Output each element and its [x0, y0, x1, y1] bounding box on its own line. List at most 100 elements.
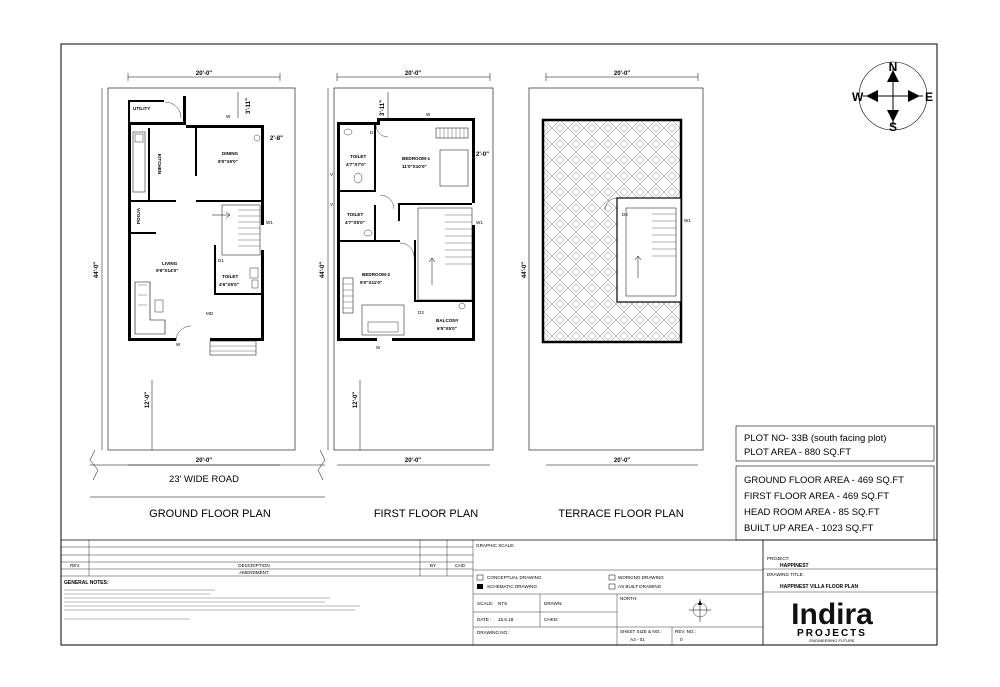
- terrace-plan-title: TERRACE FLOOR PLAN: [558, 508, 683, 520]
- company-tagline: ENGINEERING FUTURE: [809, 638, 855, 643]
- scale-value: NTS: [498, 601, 507, 606]
- date-value: 15.6.18: [498, 617, 514, 622]
- toilet-ground-label: TOILET: [222, 274, 238, 279]
- road-label: 23' WIDE ROAD: [169, 474, 239, 485]
- bedroom-1-size: 11'0"X10'0": [402, 164, 427, 169]
- first-floor-plan: 20'-0" 44'-0" 12'-0" 3'-11" 2'-0": [320, 71, 494, 520]
- ground-floor-area: GROUND FLOOR AREA - 469 SQ.FT: [744, 475, 904, 486]
- window-mark: W1: [476, 220, 483, 225]
- ground-offset-a: 3'-11": [246, 98, 252, 114]
- door-mark: D1: [370, 130, 376, 135]
- ground-plan-title: GROUND FLOOR PLAN: [149, 508, 271, 520]
- bedroom-2-size: 9'0"X11'0": [360, 280, 382, 285]
- by-header: BY: [430, 563, 436, 568]
- terrace-bottom-dim: 20'-0": [614, 458, 630, 464]
- sheet-border: [60, 43, 938, 646]
- toilet-ground-size: 4'6"X5'0": [219, 282, 239, 287]
- sheet-size-label: SHEET SIZE & NO.:: [620, 629, 662, 634]
- first-bottom-dim: 20'-0": [405, 458, 421, 464]
- door-mark: D2: [418, 310, 424, 315]
- compass-e: E: [925, 90, 933, 104]
- ground-offset-b: 2'-8": [270, 136, 283, 142]
- dining-size: 9'0"X9'0": [218, 159, 238, 164]
- dining-label: DINING: [222, 151, 239, 156]
- utility-label: UTILITY: [133, 106, 150, 111]
- amendment-header: AMENDMENT: [239, 570, 269, 575]
- area-info-box: PLOT NO- 33B (south facing plot) PLOT AR…: [735, 425, 935, 541]
- terrace-depth-dim: 44'-0": [522, 262, 528, 278]
- chd-header: CHD.: [455, 563, 466, 568]
- toilet-1-label: TOILET: [350, 154, 366, 159]
- first-plan-title: FIRST FLOOR PLAN: [374, 508, 478, 520]
- balcony-size: 6'5"X5'0": [437, 326, 457, 331]
- schematic-option: SCHEMATIC DRAWING: [487, 584, 537, 589]
- head-room-area: HEAD ROOM AREA - 85 SQ.FT: [744, 507, 880, 518]
- rev-no-value: 0: [680, 637, 683, 642]
- project-label: PROJECT:: [767, 556, 789, 561]
- ventilator-mark: V: [330, 172, 334, 177]
- bedroom-2-label: BEDROOM-2: [362, 272, 391, 277]
- checked-label: CHKD:: [544, 617, 558, 622]
- company-logo-sub: PROJECTS: [797, 628, 867, 639]
- date-label: DATE :: [477, 617, 491, 622]
- conceptual-option: CONCEPTUAL DRAWING: [487, 575, 542, 580]
- ventilator-mark: V: [330, 202, 334, 207]
- terrace-width-dim: 20'-0": [614, 71, 630, 77]
- north-label: NORTH:: [620, 596, 638, 601]
- window-mark: W: [426, 112, 431, 117]
- toilet-1-size: 4'7"X7'0": [346, 162, 366, 167]
- compass-n: N: [889, 60, 898, 74]
- door-mark: D1: [218, 258, 224, 263]
- living-label: LIVING: [162, 261, 178, 266]
- terrace-floor-plan: 20'-0" 44'-0" D2 W1 20'-0" TERRACE FLOOR…: [522, 71, 704, 520]
- company-logo: Indira: [791, 598, 873, 631]
- ground-depth-dim: 44'-0": [94, 262, 100, 278]
- ground-width-dim: 20'-0": [196, 71, 212, 77]
- window-mark: W: [226, 114, 231, 119]
- as-built-option: AS BUILT DRAWING: [618, 584, 662, 589]
- pooja-label: POOJA: [136, 207, 141, 224]
- rev-header: REV.: [70, 563, 80, 568]
- door-mark: D2: [622, 212, 628, 217]
- sheet-size-value: A3 - 01: [630, 637, 645, 642]
- drawing-title: HAPPINEST VILLA FLOOR PLAN: [780, 584, 859, 590]
- window-mark: W: [376, 345, 381, 350]
- scale-label: SCALE:: [477, 601, 493, 606]
- ground-bottom-dim: 20'-0": [196, 458, 212, 464]
- plot-area: PLOT AREA - 880 SQ.FT: [744, 447, 851, 458]
- living-size: 9'6"X14'0": [156, 268, 178, 273]
- first-width-dim: 20'-0": [405, 71, 421, 77]
- ground-floor-plan: 20'-0" 44'-0" 12'-0" 3'-11" 2'-8": [89, 71, 326, 520]
- first-offset-a: 3'-11": [380, 100, 386, 116]
- compass-w: W: [852, 90, 864, 104]
- drawing-no-label: DRAWING NO.:: [477, 630, 510, 635]
- first-depth-dim: 44'-0": [320, 262, 326, 278]
- built-up-area: BUILT UP AREA - 1023 SQ.FT: [744, 523, 874, 534]
- toilet-2-size: 4'7"X5'0": [345, 220, 365, 225]
- north-compass-icon: N E S W: [852, 60, 933, 134]
- toilet-2-label: TOILET: [347, 212, 363, 217]
- drawn-label: DRAWN:: [544, 601, 562, 606]
- project-name: HAPPINEST: [780, 563, 809, 569]
- drawing-title-label: DRAWING TITLE:: [767, 572, 804, 577]
- ground-setback-dim: 12'-0": [145, 392, 151, 408]
- description-header: DESCRIPTION: [238, 563, 269, 568]
- balcony-label: BALCONY: [436, 318, 459, 323]
- bedroom-1-label: BEDROOM-1: [402, 156, 431, 161]
- window-mark: W1: [684, 218, 691, 223]
- plot-no: PLOT NO- 33B (south facing plot): [744, 433, 886, 444]
- title-block: REV. DESCRIPTION BY CHD. AMENDMENT GENER…: [61, 539, 937, 645]
- door-mark: MD: [206, 311, 214, 316]
- kitchen-label: KITCHEN: [157, 154, 162, 175]
- rev-no-label: REV. NO.:: [675, 629, 696, 634]
- graphic-scale-label: GRAPHIC SCALE:: [476, 543, 515, 548]
- general-notes-heading: GENERAL NOTES:: [64, 580, 109, 586]
- compass-s: S: [889, 120, 897, 134]
- window-mark: W: [176, 342, 181, 347]
- first-floor-area: FIRST FLOOR AREA - 469 SQ.FT: [744, 491, 889, 502]
- window-mark: W1: [266, 220, 273, 225]
- working-option: WORKING DRAWING: [618, 575, 664, 580]
- mini-compass-icon: [689, 599, 711, 622]
- first-offset-c: 2'-0": [476, 152, 489, 158]
